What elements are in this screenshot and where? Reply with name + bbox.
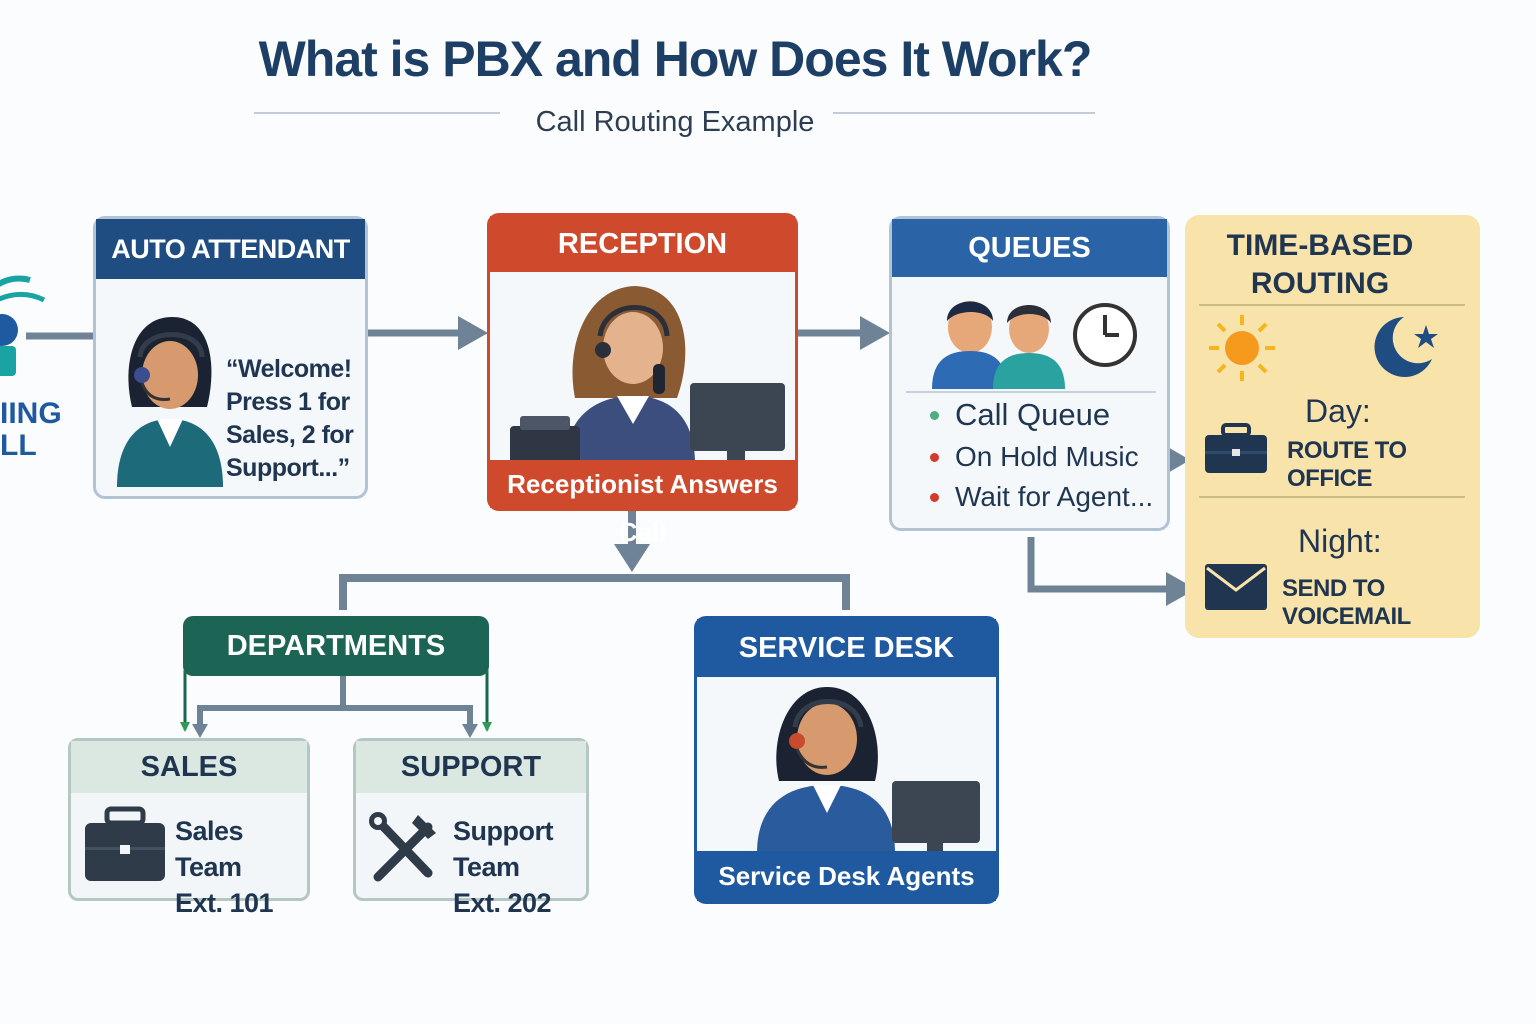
support-card: SUPPORT Support Team Ext. 202 [353,738,589,918]
queues-header: QUEUES [892,219,1167,277]
list-item: On Hold Music [930,441,1153,473]
tools-icon [369,812,436,882]
red-dot-icon [930,492,939,502]
service-desk-card: SERVICE DESK Service Desk Agents [694,616,999,904]
queue-item-2: On Hold Music [955,441,1139,472]
time-title-line1: TIME-BASED [1226,229,1414,262]
envelope-icon [1205,564,1267,610]
time-sep-bottom [1199,496,1465,498]
page-title: What is PBX and How Does It Work? [258,31,1093,87]
queue-item-3: Wait for Agent... [955,481,1154,512]
service-agent-icon [757,687,980,853]
time-title-line2: ROUTING [1250,267,1390,300]
branch-line [339,574,850,610]
night-action: SEND TO VOICEMAIL [1282,575,1411,630]
day-action: ROUTE TO OFFICE [1287,437,1407,492]
departments-header: DEPARTMENTS [183,616,489,676]
list-item: Call Queue [930,397,1153,433]
reception-header: RECEPTION [490,216,795,272]
quote-line-4: Support...” [226,454,350,482]
page-subtitle: Call Routing Example [535,106,815,138]
quote-line-2: Press 1 for [226,388,350,416]
briefcase-icon [85,806,165,881]
list-item: Wait for Agent... [930,481,1153,513]
sun-icon [1209,315,1275,381]
queues-divider [906,391,1156,393]
briefcase-icon [1205,423,1267,473]
incoming-line2: LL [0,429,37,462]
arrow-reception-down [614,510,650,572]
sales-team-label: Sales Team [175,816,244,882]
sales-info: Sales Team Ext. 101 [175,813,307,921]
incoming-line1: IING [0,397,62,430]
queue-item-1: Call Queue [955,397,1111,432]
auto-attendant-card: AUTO ATTENDANT “Welcome! Press 1 for Sal… [93,216,368,499]
green-dot-icon [930,410,939,420]
time-sep-top [1199,304,1465,306]
auto-attendant-header: AUTO ATTENDANT [96,219,365,279]
title-rule-left [254,112,500,114]
arrow-queues-to-night [1027,537,1196,606]
incoming-call-label: IING LL [0,398,62,462]
support-ext-label: Ext. 202 [453,888,552,918]
queues-card: QUEUES Call Queue On Hold Music Wait for… [889,216,1170,531]
receptionist-icon [510,286,785,464]
service-desk-caption: Service Desk Agents [697,851,996,901]
time-routing-title: TIME-BASED ROUTING [1185,227,1455,303]
title-rule-right [833,112,1095,114]
reception-card: RECEPTION Receptionist Answers Call [487,213,798,547]
time-routing-panel: TIME-BASED ROUTING Day: ROUTE TO OFFICE … [1185,215,1480,638]
arrow-attendant-to-reception [368,316,488,350]
quote-line-1: “Welcome! [226,355,352,383]
sales-header: SALES [71,741,307,793]
sales-card: SALES Sales Team Ext. 101 [68,738,310,918]
night-label: Night: [1298,523,1382,559]
agent-headset-icon [117,317,223,487]
departments-card: DEPARTMENTS [183,616,489,676]
headset-phone-icon [0,275,46,376]
attendant-quote: “Welcome! Press 1 for Sales, 2 for Suppo… [226,353,354,485]
queues-list: Call Queue On Hold Music Wait for Agent.… [930,397,1153,513]
support-info: Support Team Ext. 202 [453,813,586,921]
day-label: Day: [1305,393,1371,429]
service-desk-header: SERVICE DESK [697,619,996,677]
agents-icon [932,301,1137,389]
clock-icon [1073,303,1137,367]
dept-branch [197,676,473,728]
arrow-reception-to-queues [797,316,890,350]
sales-ext-label: Ext. 101 [175,888,274,918]
reception-caption: Receptionist Answers Call [490,460,795,547]
red-dot-icon [930,452,939,462]
moon-star-icon [1374,317,1438,377]
support-header: SUPPORT [356,741,586,793]
support-team-label: Support Team [453,816,553,882]
quote-line-3: Sales, 2 for [226,421,354,449]
